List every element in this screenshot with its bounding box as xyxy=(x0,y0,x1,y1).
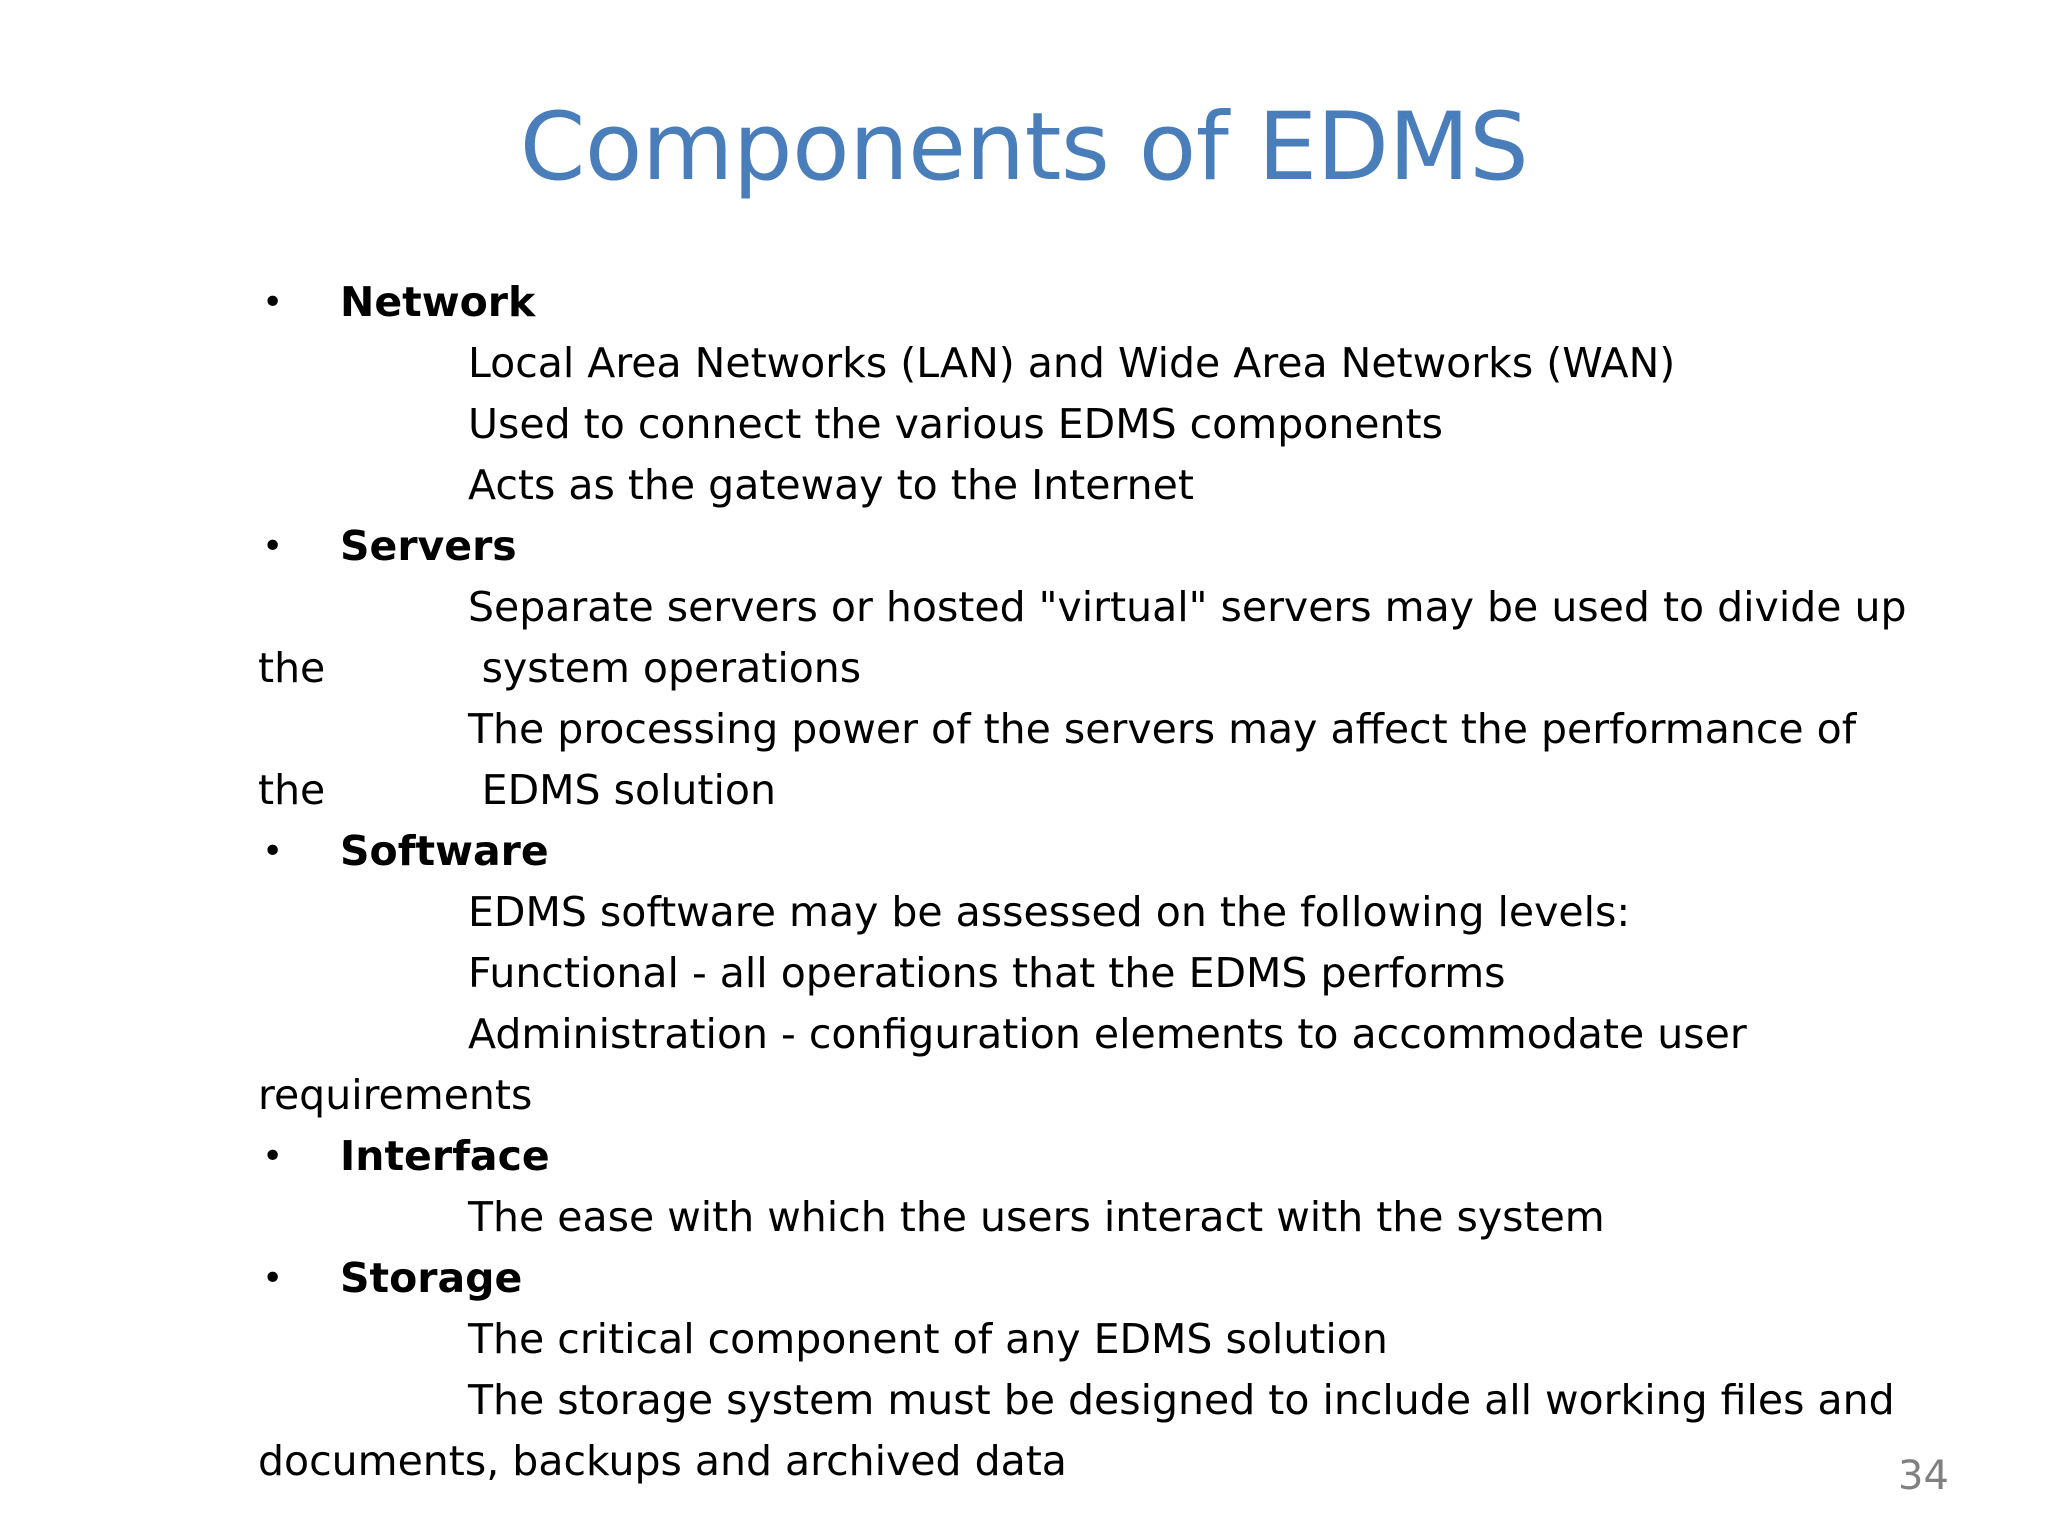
bullet-icon: • xyxy=(262,831,284,872)
list-item: EDMS software may be assessed on the fol… xyxy=(468,888,1631,936)
bullet-section-storage: • Storage xyxy=(258,1248,1930,1309)
list-item: Functional - all operations that the EDM… xyxy=(468,949,1506,997)
bullet-icon: • xyxy=(262,282,284,323)
bullet-section-servers: • Servers xyxy=(258,516,1930,577)
bullet-section-interface: • Interface xyxy=(258,1126,1930,1187)
page-title: Components of EDMS xyxy=(519,93,1529,202)
list-item-wrapped-line: the EDMS solution xyxy=(258,766,776,814)
slide-body: • Network Local Area Networks (LAN) and … xyxy=(258,272,1930,1492)
bullet-icon: • xyxy=(262,1136,284,1177)
bullet-section-software: • Software xyxy=(258,821,1930,882)
page-number: 34 xyxy=(1898,1453,1949,1499)
list-item: Administration - configuration elements … xyxy=(468,1010,1747,1058)
bullet-icon: • xyxy=(262,526,284,567)
section-heading: Interface xyxy=(340,1132,550,1180)
list-item-wrapped-line: the system operations xyxy=(258,644,862,692)
list-item: The critical component of any EDMS solut… xyxy=(468,1315,1388,1363)
section-heading: Servers xyxy=(340,522,517,570)
list-item-wrapped-line: requirements xyxy=(258,1071,533,1119)
list-item: Local Area Networks (LAN) and Wide Area … xyxy=(468,339,1676,387)
list-item: The storage system must be designed to i… xyxy=(468,1376,1895,1424)
list-item: Acts as the gateway to the Internet xyxy=(468,461,1194,509)
section-heading: Network xyxy=(340,278,536,326)
section-heading: Storage xyxy=(340,1254,523,1302)
bullet-icon: • xyxy=(262,1258,284,1299)
list-item: Separate servers or hosted "virtual" ser… xyxy=(468,583,1907,631)
list-item: The processing power of the servers may … xyxy=(468,705,1857,753)
section-heading: Software xyxy=(340,827,549,875)
list-item: The ease with which the users interact w… xyxy=(468,1193,1605,1241)
bullet-section-network: • Network xyxy=(258,272,1930,333)
list-item: Used to connect the various EDMS compone… xyxy=(468,400,1443,448)
list-item-wrapped-line: documents, backups and archived data xyxy=(258,1437,1067,1485)
